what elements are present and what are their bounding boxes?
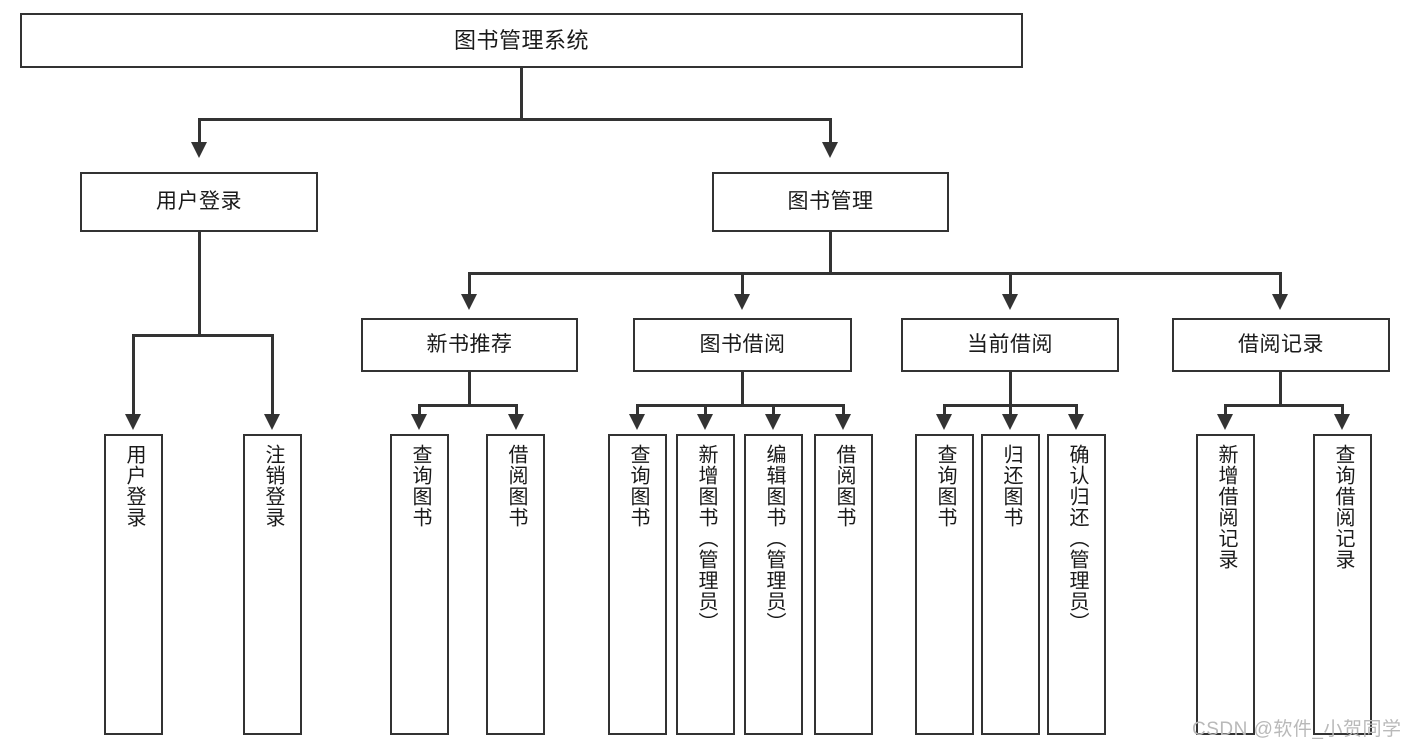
edge-to-current-borrow <box>1009 272 1012 296</box>
arrowhead-user-login-leaf-1 <box>264 414 280 430</box>
arrowhead-current-borrow-leaf-2 <box>1068 414 1084 430</box>
edge-user-login-to-leaf-1 <box>271 334 274 416</box>
arrowhead-book-borrow <box>734 294 750 310</box>
edge-to-borrow-record <box>1279 272 1282 296</box>
edge-root-to-user-login <box>198 118 201 144</box>
arrowhead-borrow-record-leaf-1 <box>1334 414 1350 430</box>
arrowhead-borrow-record-leaf-0 <box>1217 414 1233 430</box>
edge-borrow-record-to-leaf-0 <box>1224 404 1227 416</box>
leaf-borrow-record-1-label: 查询借阅记录 <box>1332 444 1354 570</box>
edge-book-mgmt-stem <box>829 232 832 274</box>
arrowhead-current-borrow <box>1002 294 1018 310</box>
arrowhead-book-borrow-leaf-1 <box>697 414 713 430</box>
leaf-book-borrow-2[interactable]: 编辑图书（管理员） <box>744 434 803 735</box>
node-new-book-recommend-label: 新书推荐 <box>426 332 513 356</box>
edge-to-book-borrow <box>741 272 744 296</box>
edge-borrow-record-stem <box>1279 372 1282 406</box>
node-book-management-label: 图书管理 <box>787 189 874 213</box>
leaf-new-book-0[interactable]: 查询图书 <box>390 434 449 735</box>
leaf-book-borrow-0-label: 查询图书 <box>627 444 649 528</box>
arrowhead-book-borrow-leaf-0 <box>629 414 645 430</box>
node-book-management[interactable]: 图书管理 <box>712 172 949 232</box>
arrowhead-borrow-record <box>1272 294 1288 310</box>
edge-user-login-bus <box>132 334 273 337</box>
edge-root-stem <box>520 68 523 120</box>
leaf-new-book-1[interactable]: 借阅图书 <box>486 434 545 735</box>
edge-book-borrow-to-leaf-3 <box>842 404 845 416</box>
node-book-borrow[interactable]: 图书借阅 <box>633 318 852 372</box>
node-root[interactable]: 图书管理系统 <box>20 13 1023 68</box>
arrowhead-current-borrow-leaf-0 <box>936 414 952 430</box>
leaf-book-borrow-2-label: 编辑图书（管理员） <box>763 444 785 633</box>
leaf-current-borrow-2-label: 确认归还（管理员） <box>1066 444 1088 633</box>
leaf-borrow-record-0-label: 新增借阅记录 <box>1215 444 1237 570</box>
edge-book-borrow-to-leaf-1 <box>704 404 707 416</box>
leaf-book-borrow-3-label: 借阅图书 <box>833 444 855 528</box>
arrowhead-book-mgmt <box>822 142 838 158</box>
arrowhead-new-book-leaf-0 <box>411 414 427 430</box>
arrowhead-book-borrow-leaf-2 <box>765 414 781 430</box>
edge-user-login-stem <box>198 232 201 336</box>
leaf-user-login-1-label: 注销登录 <box>262 444 284 528</box>
edge-new-book-to-leaf-0 <box>418 404 421 416</box>
leaf-current-borrow-0-label: 查询图书 <box>934 444 956 528</box>
leaf-user-login-0[interactable]: 用户登录 <box>104 434 163 735</box>
arrowhead-book-borrow-leaf-3 <box>835 414 851 430</box>
edge-current-borrow-to-leaf-0 <box>943 404 946 416</box>
edge-new-book-to-leaf-1 <box>515 404 518 416</box>
leaf-borrow-record-0[interactable]: 新增借阅记录 <box>1196 434 1255 735</box>
node-current-borrow[interactable]: 当前借阅 <box>901 318 1119 372</box>
leaf-book-borrow-3[interactable]: 借阅图书 <box>814 434 873 735</box>
edge-book-borrow-bus <box>636 404 844 407</box>
edge-current-borrow-to-leaf-2 <box>1075 404 1078 416</box>
node-user-login-label: 用户登录 <box>156 189 242 213</box>
edge-new-book-stem <box>468 372 471 406</box>
edge-borrow-record-to-leaf-1 <box>1341 404 1344 416</box>
leaf-current-borrow-0[interactable]: 查询图书 <box>915 434 974 735</box>
arrowhead-new-book-leaf-1 <box>508 414 524 430</box>
arrowhead-new-book <box>461 294 477 310</box>
edge-book-borrow-to-leaf-0 <box>636 404 639 416</box>
leaf-current-borrow-1[interactable]: 归还图书 <box>981 434 1040 735</box>
arrowhead-user-login-leaf-0 <box>125 414 141 430</box>
node-new-book-recommend[interactable]: 新书推荐 <box>361 318 578 372</box>
leaf-user-login-1[interactable]: 注销登录 <box>243 434 302 735</box>
node-root-label: 图书管理系统 <box>453 27 589 53</box>
leaf-new-book-0-label: 查询图书 <box>409 444 431 528</box>
leaf-current-borrow-2[interactable]: 确认归还（管理员） <box>1047 434 1106 735</box>
leaf-current-borrow-1-label: 归还图书 <box>1000 444 1022 528</box>
edge-root-to-book-mgmt <box>829 118 832 144</box>
arrowhead-user-login <box>191 142 207 158</box>
edge-user-login-to-leaf-0 <box>132 334 135 416</box>
arrowhead-current-borrow-leaf-1 <box>1002 414 1018 430</box>
leaf-book-borrow-1[interactable]: 新增图书（管理员） <box>676 434 735 735</box>
node-borrow-record-label: 借阅记录 <box>1238 332 1324 356</box>
leaf-book-borrow-1-label: 新增图书（管理员） <box>695 444 717 633</box>
node-borrow-record[interactable]: 借阅记录 <box>1172 318 1390 372</box>
edge-borrow-record-bus <box>1224 404 1343 407</box>
edge-book-borrow-stem <box>741 372 744 406</box>
node-current-borrow-label: 当前借阅 <box>967 332 1053 356</box>
edge-level2-bus <box>468 272 1281 275</box>
edge-current-borrow-stem <box>1009 372 1012 406</box>
leaf-user-login-0-label: 用户登录 <box>123 444 145 528</box>
node-book-borrow-label: 图书借阅 <box>699 332 786 356</box>
edge-root-bus <box>198 118 832 121</box>
leaf-book-borrow-0[interactable]: 查询图书 <box>608 434 667 735</box>
edge-book-borrow-to-leaf-2 <box>772 404 775 416</box>
leaf-new-book-1-label: 借阅图书 <box>505 444 527 528</box>
node-user-login[interactable]: 用户登录 <box>80 172 318 232</box>
leaf-borrow-record-1[interactable]: 查询借阅记录 <box>1313 434 1372 735</box>
edge-new-book-bus <box>418 404 517 407</box>
edge-current-borrow-to-leaf-1 <box>1009 404 1012 416</box>
edge-to-new-book <box>468 272 471 296</box>
